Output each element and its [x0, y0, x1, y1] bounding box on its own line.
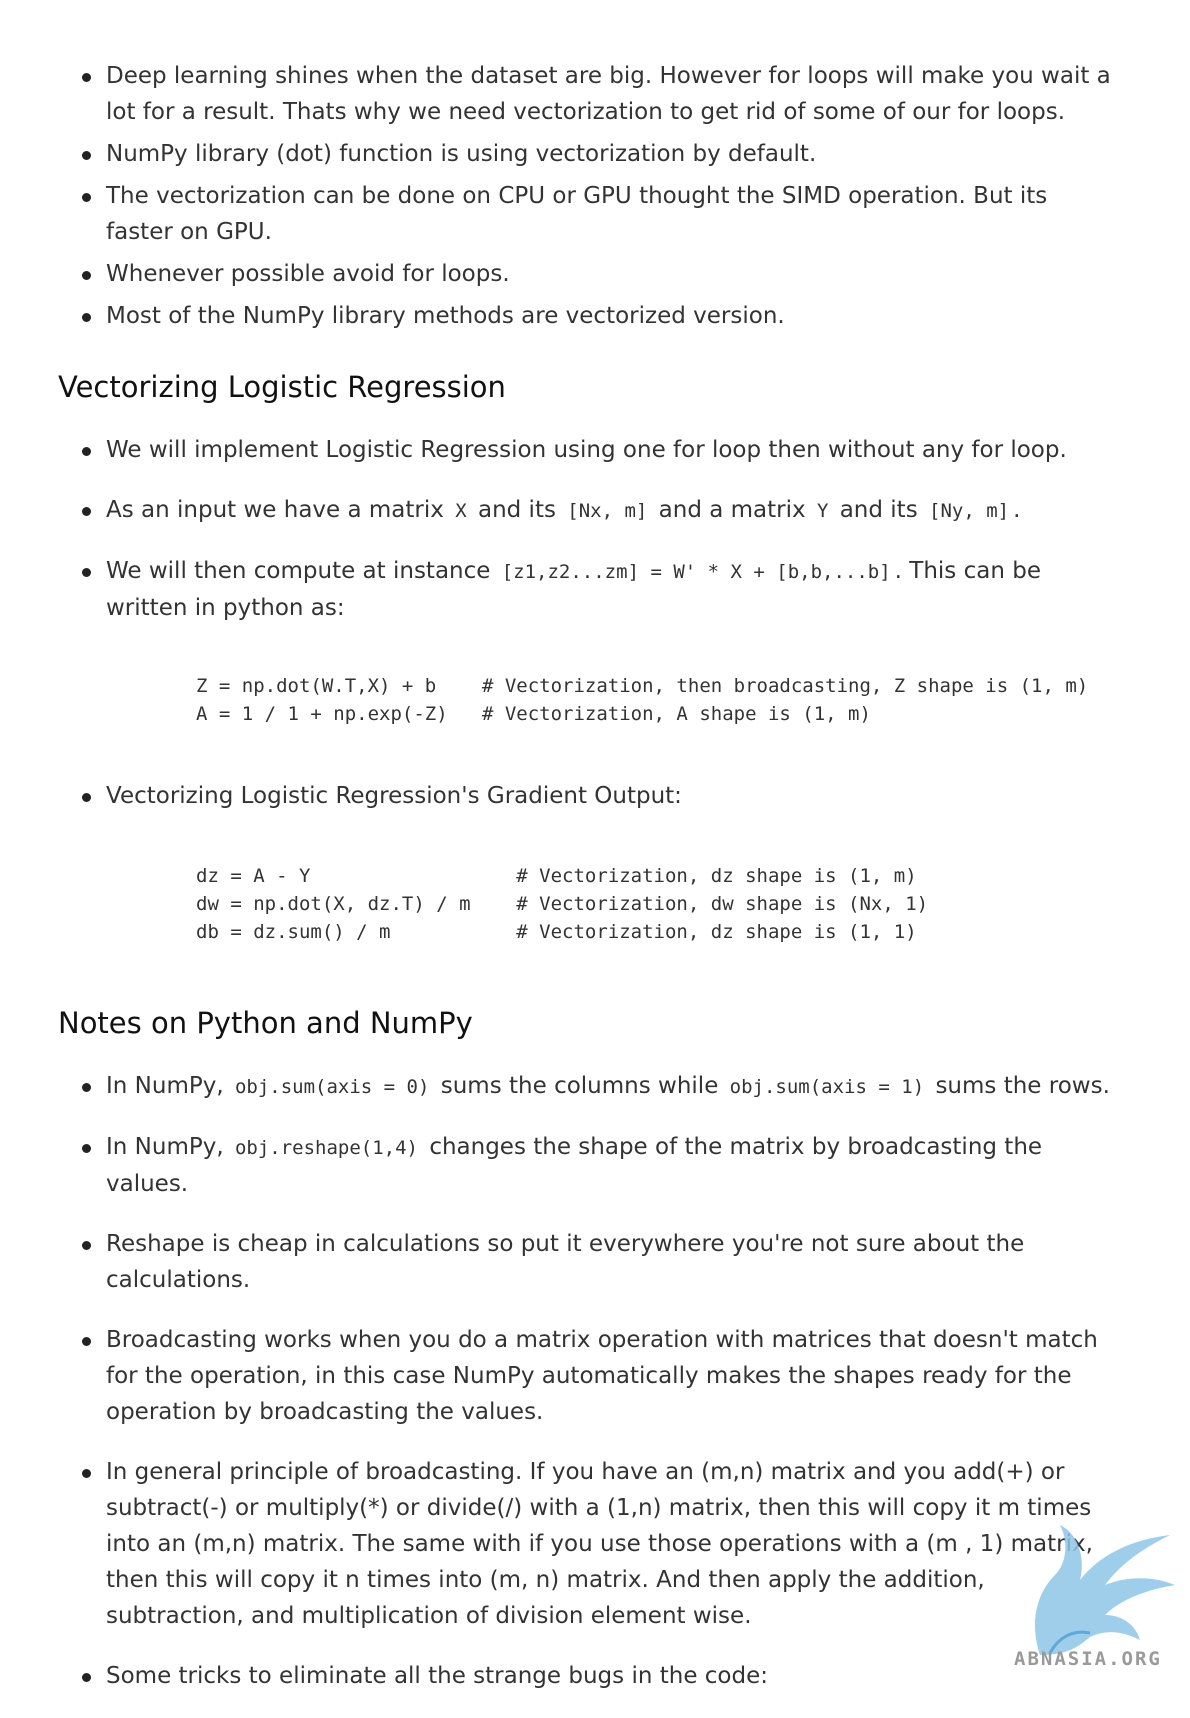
watermark-text: ABNASIA.ORG: [1014, 1648, 1162, 1670]
griffin-logo-icon: [1035, 1525, 1175, 1655]
list-item: As an input we have a matrix X and its […: [80, 492, 1120, 529]
list-item: Deep learning shines when the dataset ar…: [80, 58, 1120, 130]
list-item: In general principle of broadcasting. If…: [80, 1454, 1120, 1634]
list-item: Most of the NumPy library methods are ve…: [80, 298, 1120, 334]
inline-code: obj.sum(axis = 1): [729, 1076, 925, 1098]
intro-bullet-list: Deep learning shines when the dataset ar…: [80, 58, 1120, 340]
heading-notes-python-numpy: Notes on Python and NumPy: [58, 1006, 473, 1040]
list-item: Broadcasting works when you do a matrix …: [80, 1322, 1120, 1430]
list-item: The vectorization can be done on CPU or …: [80, 178, 1120, 250]
inline-code: Y: [816, 500, 829, 522]
list-item: Vectorizing Logistic Regression's Gradie…: [80, 778, 1120, 814]
list-item: Whenever possible avoid for loops.: [80, 256, 1120, 292]
inline-code: [Ny, m]: [929, 500, 1010, 522]
code-block-forward: Z = np.dot(W.T,X) + b # Vectorization, t…: [196, 675, 1089, 725]
list-item: NumPy library (dot) function is using ve…: [80, 136, 1120, 172]
list-item: Some tricks to eliminate all the strange…: [80, 1658, 1120, 1694]
inline-code: obj.reshape(1,4): [234, 1137, 418, 1159]
lr-bullet-list-2: Vectorizing Logistic Regression's Gradie…: [80, 778, 1120, 814]
heading-vectorizing-logistic-regression: Vectorizing Logistic Regression: [58, 370, 506, 404]
numpy-bullet-list: In NumPy, obj.sum(axis = 0) sums the col…: [80, 1068, 1120, 1718]
list-item: In NumPy, obj.reshape(1,4) changes the s…: [80, 1129, 1120, 1202]
inline-code: obj.sum(axis = 0): [234, 1076, 430, 1098]
inline-code: X: [455, 500, 467, 522]
list-item: In NumPy, obj.sum(axis = 0) sums the col…: [80, 1068, 1120, 1105]
code-block-gradient: dz = A - Y # Vectorization, dz shape is …: [196, 865, 929, 943]
list-item: We will then compute at instance [z1,z2.…: [80, 553, 1120, 626]
inline-code: [Nx, m]: [567, 500, 648, 522]
list-item: We will implement Logistic Regression us…: [80, 432, 1120, 468]
lr-bullet-list-1: We will implement Logistic Regression us…: [80, 432, 1120, 626]
list-item: Reshape is cheap in calculations so put …: [80, 1226, 1120, 1298]
inline-code: [z1,z2...zm] = W' * X + [b,b,...b]: [501, 561, 891, 583]
